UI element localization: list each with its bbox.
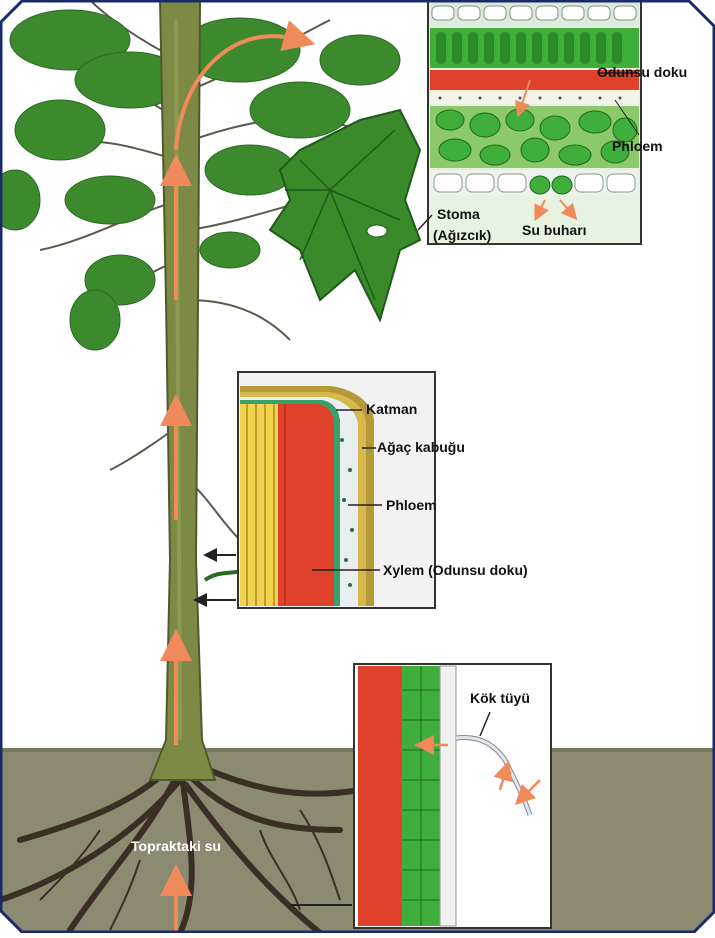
label-su-buhari: Su buharı — [522, 222, 587, 239]
label-kok-tuyu: Kök tüyü — [470, 690, 530, 707]
label-phloem-leaf: Phloem — [612, 138, 663, 155]
label-odunsu-doku: Odunsu doku — [597, 64, 687, 81]
label-stoma: Stoma — [437, 206, 480, 223]
label-katman: Katman — [366, 401, 417, 418]
label-agac-kabugu: Ağaç kabuğu — [377, 439, 465, 456]
label-stoma-agizcik: (Ağızcık) — [433, 227, 491, 244]
label-xylem: Xylem (Odunsu doku) — [383, 562, 528, 579]
label-topraktaki-su: Topraktaki su — [131, 838, 221, 855]
label-phloem-trunk: Phloem — [386, 497, 437, 514]
